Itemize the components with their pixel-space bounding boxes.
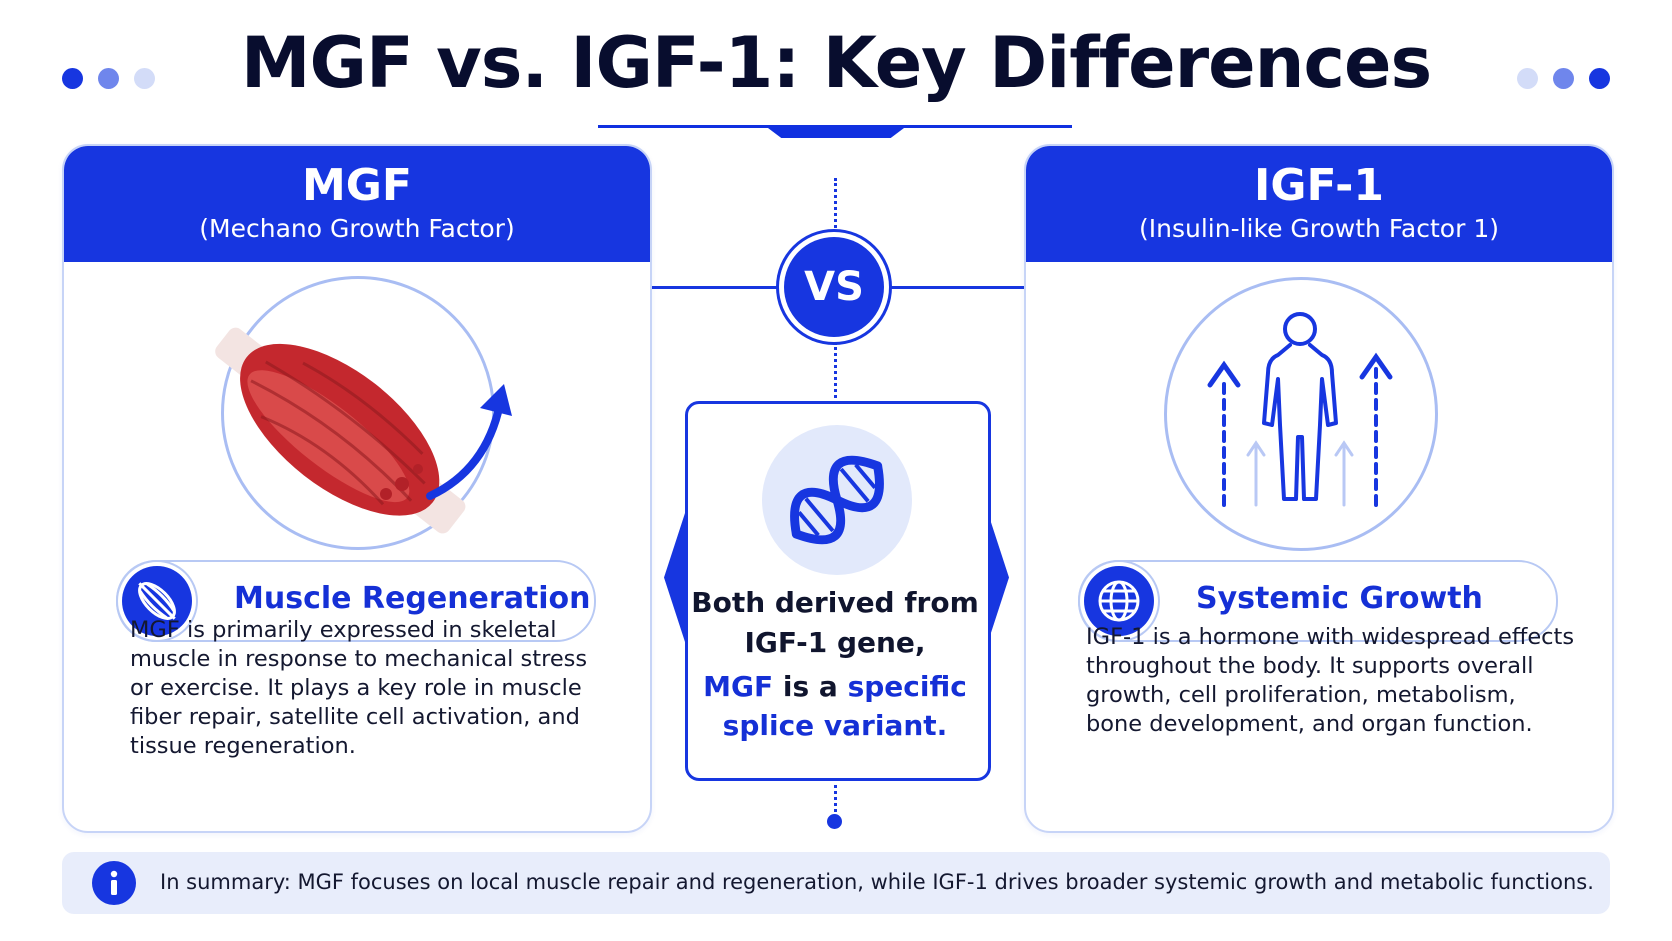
igf1-description: IGF-1 is a hormone with widespread effec… (1086, 623, 1586, 739)
decor-dot (1553, 68, 1574, 89)
igf1-card-header: IGF-1 (Insulin-like Growth Factor 1) (1026, 146, 1612, 262)
systemic-growth-pill: Systemic Growth (1078, 560, 1558, 642)
mgf-card-title: MGF (302, 160, 412, 211)
globe-icon (1084, 566, 1154, 636)
connector-right (884, 286, 1024, 289)
center-text-specific: specific (847, 670, 967, 703)
description-line: bone development, and organ function. (1086, 711, 1533, 737)
mgf-card-subtitle: (Mechano Growth Factor) (199, 214, 515, 243)
connector-dotted-middle (834, 342, 837, 398)
center-text-line2: IGF-1 gene, (744, 626, 926, 659)
connector-dotted-top (834, 178, 837, 234)
decor-dot (1517, 68, 1538, 89)
muscle-regeneration-label: Muscle Regeneration (234, 581, 591, 616)
center-text-line4: splice variant. (722, 709, 948, 742)
mgf-card: MGF (Mechano Growth Factor) Muscle Regen… (62, 144, 652, 833)
connector-end-dot (827, 814, 842, 829)
vs-badge: VS (784, 237, 884, 337)
human-body-icon (1207, 312, 1393, 507)
summary-bar: In summary: MGF focuses on local muscle … (62, 852, 1610, 914)
systemic-growth-label: Systemic Growth (1196, 581, 1483, 616)
center-text-line3: MGF is a specific (685, 670, 985, 703)
dna-icon (790, 455, 884, 545)
connector-dotted-bottom (834, 778, 837, 812)
center-box-left-wing (664, 510, 686, 645)
muscle-fiber-icon (122, 566, 192, 636)
igf1-card-subtitle: (Insulin-like Growth Factor 1) (1139, 214, 1499, 243)
mgf-description: MGF is primarily expressed in skeletal m… (130, 616, 600, 761)
center-text-is-a: is a (782, 670, 838, 703)
connector-left (650, 286, 784, 289)
body-illustration-ring (1164, 277, 1438, 551)
title-underline-notch (764, 125, 908, 138)
center-text-mgf: MGF (703, 670, 774, 703)
muscle-icon (215, 327, 512, 534)
page-title: MGF vs. IGF-1: Key Differences (240, 22, 1432, 104)
muscle-illustration-ring (221, 276, 495, 550)
igf1-card-title: IGF-1 (1253, 160, 1385, 211)
description-line: MGF is primarily expressed in skeletal (130, 617, 557, 643)
description-line: or exercise. It plays a key role in musc… (130, 675, 582, 701)
info-icon (92, 861, 136, 905)
decor-dot (98, 68, 119, 89)
muscle-regeneration-pill: Muscle Regeneration (116, 560, 596, 642)
summary-text: In summary: MGF focuses on local muscle … (160, 870, 1594, 894)
mgf-card-header: MGF (Mechano Growth Factor) (64, 146, 650, 262)
description-line: tissue regeneration. (130, 733, 356, 759)
decor-dot (62, 68, 83, 89)
description-line: muscle in response to mechanical stress (130, 646, 588, 672)
description-line: growth, cell proliferation, metabolism, (1086, 682, 1516, 708)
description-line: throughout the body. It supports overall (1086, 653, 1534, 679)
description-line: IGF-1 is a hormone with widespread effec… (1086, 624, 1575, 650)
decor-dot (1589, 68, 1610, 89)
decor-dot (134, 68, 155, 89)
description-line: fiber repair, satellite cell activation,… (130, 704, 580, 730)
center-text-line1: Both derived from (691, 586, 979, 619)
igf1-card: IGF-1 (Insulin-like Growth Factor 1) (1024, 144, 1614, 833)
